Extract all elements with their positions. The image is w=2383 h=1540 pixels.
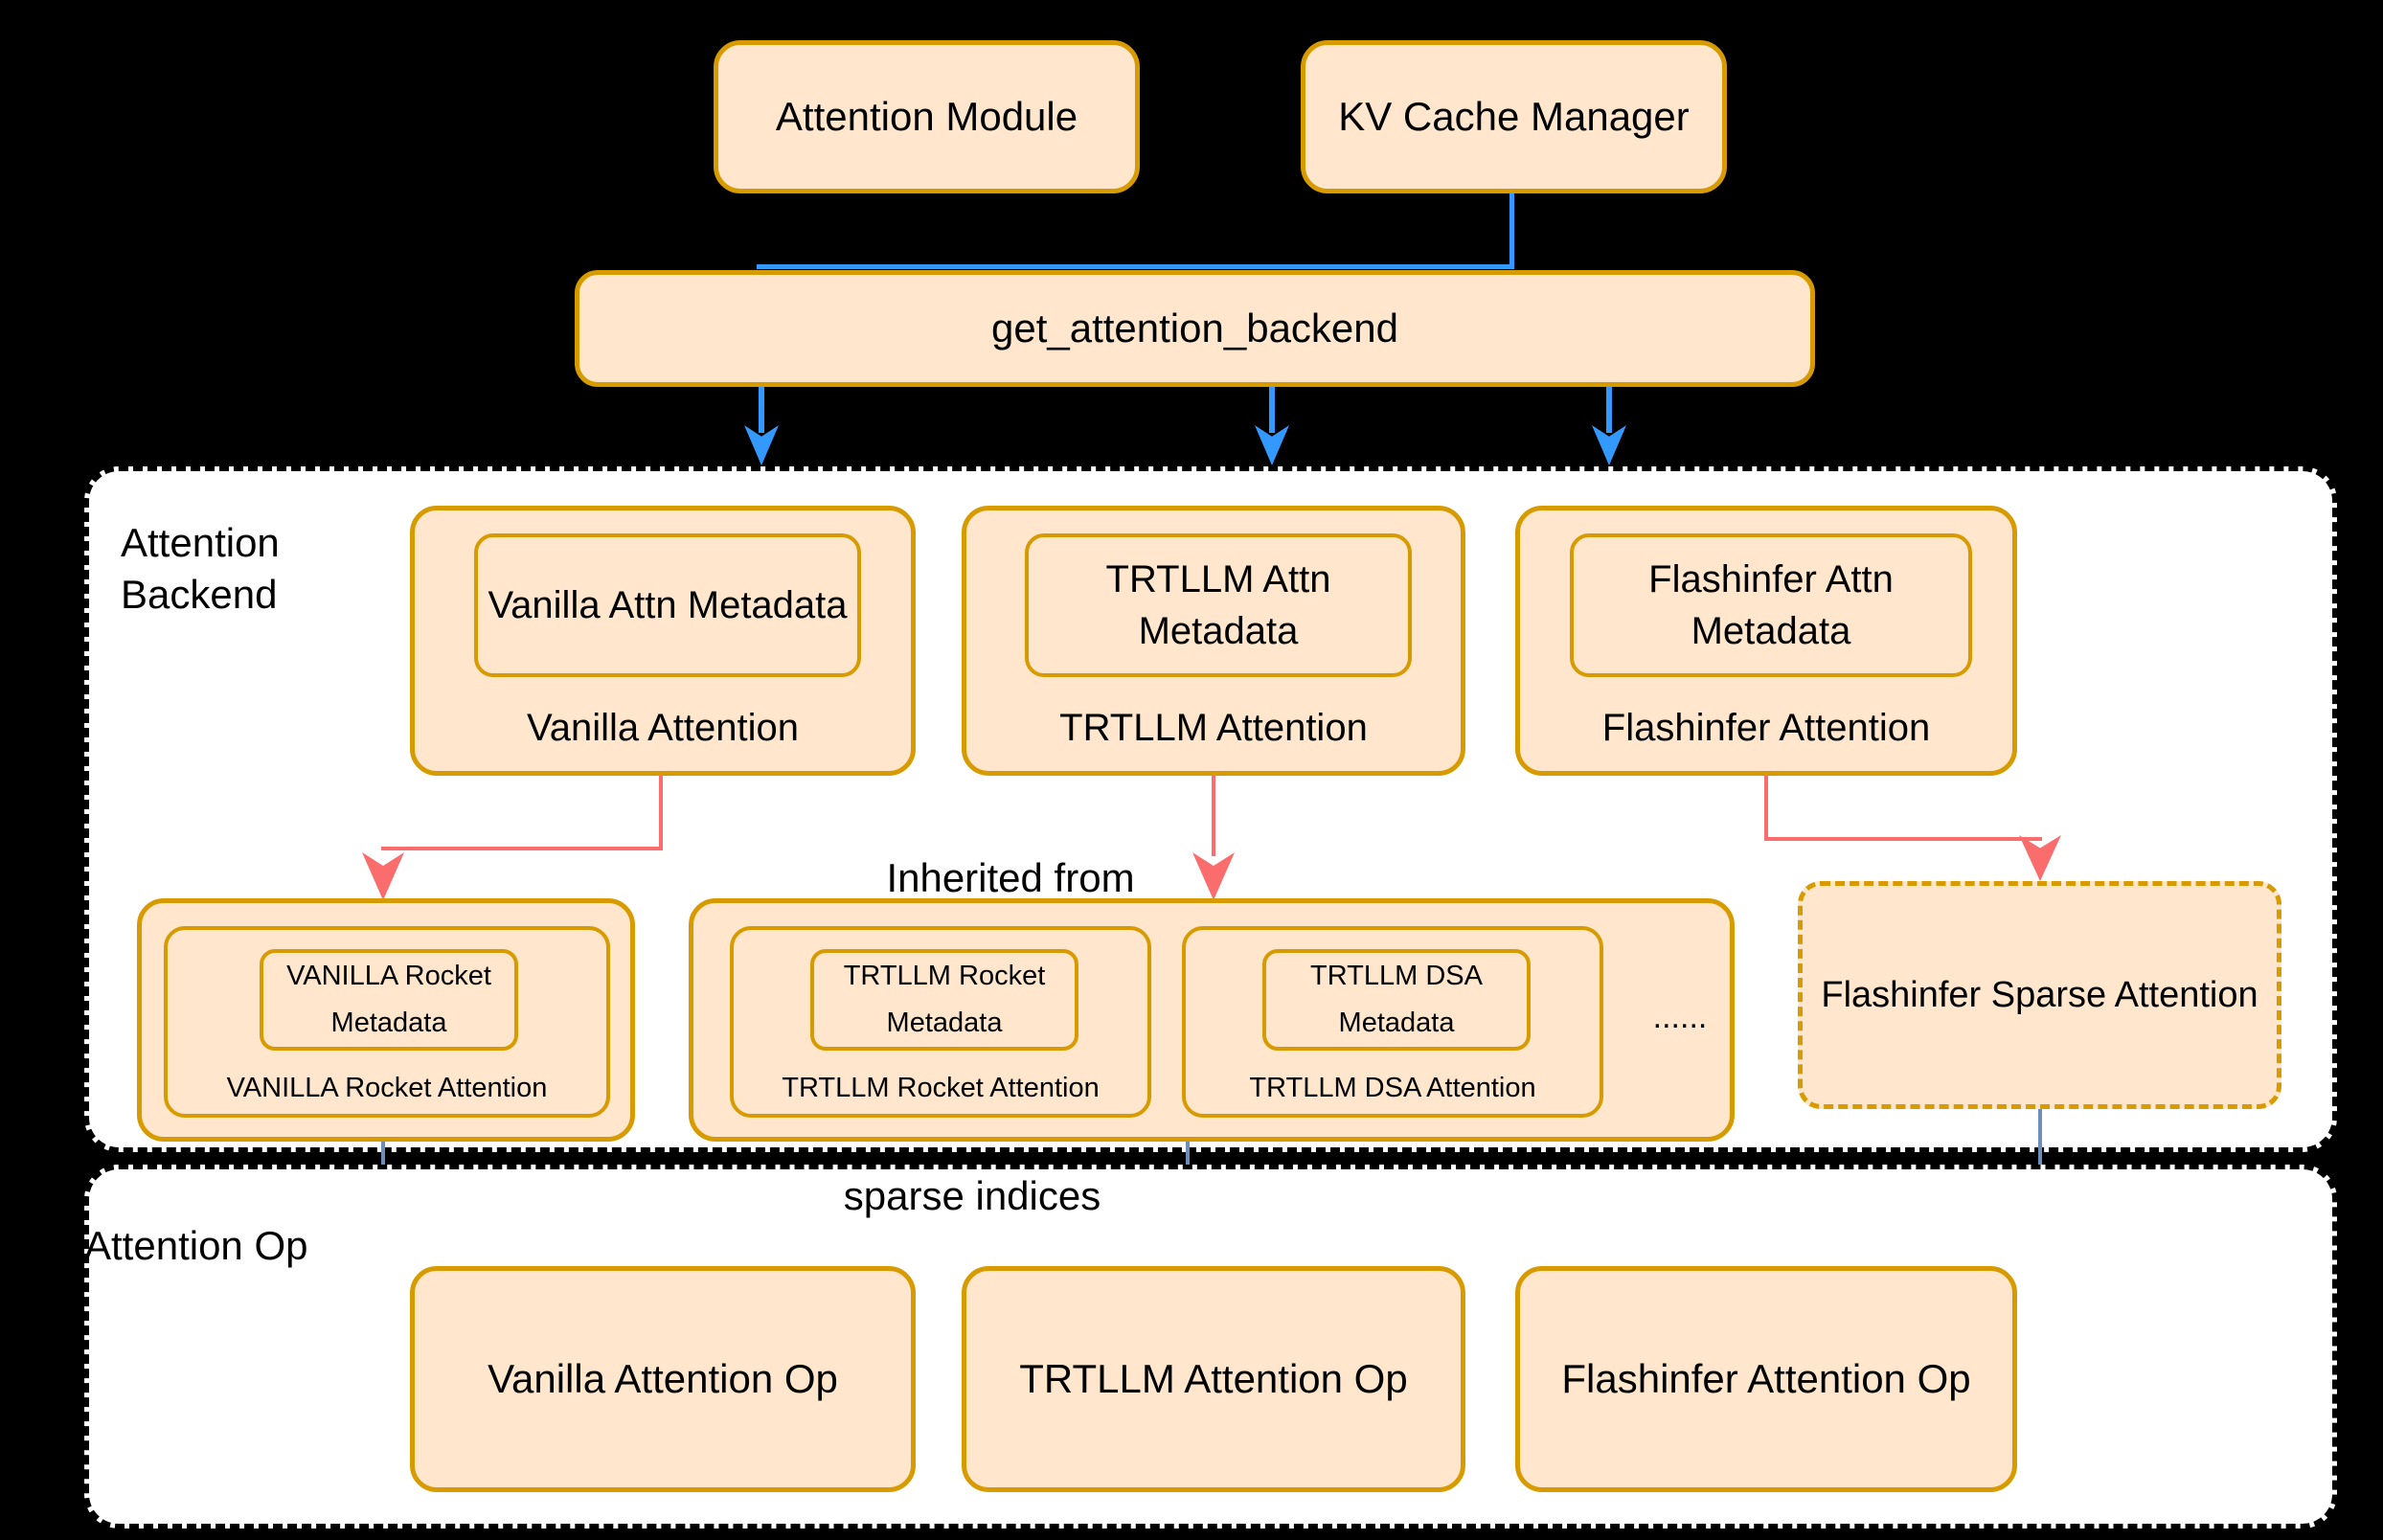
flashinfer-sparse-attention-label: Flashinfer Sparse Attention	[1821, 974, 2258, 1015]
vanilla-rocket-metadata-node: VANILLA Rocket Metadata	[260, 949, 518, 1051]
trtllm-dsa-metadata-title: TRTLLM DSA	[1310, 961, 1483, 991]
inherit-connector-trtllm-line	[1212, 776, 1215, 856]
backend-arrow-line-3	[1606, 387, 1612, 433]
inherit-connector-vanilla-line-2	[381, 847, 663, 850]
trtllm-attn-metadata-node: TRTLLM Attn Metadata	[1025, 533, 1412, 677]
trtllm-attention-label: TRTLLM Attention	[1059, 707, 1368, 749]
inherit-connector-flashinfer-line-2	[1764, 837, 2042, 841]
backend-arrow-line-1	[759, 387, 764, 433]
vanilla-rocket-attention-label: VANILLA Rocket Attention	[226, 1073, 548, 1103]
vanilla-rocket-attention-node: VANILLA Rocket Metadata VANILLA Rocket A…	[164, 926, 610, 1118]
inherit-connector-vanilla-line-1	[659, 776, 663, 850]
vanilla-rocket-metadata-title: VANILLA Rocket	[286, 961, 491, 991]
kv-cache-manager-label: KV Cache Manager	[1338, 94, 1690, 139]
flashinfer-attention-op-node: Flashinfer Attention Op	[1515, 1266, 2017, 1492]
trtllm-attention-op-label: TRTLLM Attention Op	[1019, 1356, 1408, 1401]
sparse-indices-label: sparse indices	[843, 1173, 1101, 1218]
flashinfer-attn-metadata-node: Flashinfer Attn Metadata	[1570, 533, 1972, 677]
flashinfer-sparse-attention-node: Flashinfer Sparse Attention	[1798, 881, 2281, 1109]
get-attention-backend-label: get_attention_backend	[990, 306, 1399, 351]
trtllm-rocket-metadata-title: TRTLLM Rocket	[843, 961, 1046, 991]
attention-backend-region-label: Attention Backend	[121, 520, 280, 617]
vanilla-attn-metadata-node: Vanilla Attn Metadata	[474, 533, 861, 677]
trtllm-attention-op-node: TRTLLM Attention Op	[962, 1266, 1465, 1492]
backend-arrow-line-2	[1269, 387, 1275, 433]
vanilla-rocket-metadata-caption: Metadata	[330, 1008, 447, 1038]
vanilla-attn-metadata-label: Vanilla Attn Metadata	[488, 584, 848, 626]
trtllm-dsa-metadata-caption: Metadata	[1338, 1008, 1455, 1038]
flashinfer-attention-node: Flashinfer Attn Metadata Flashinfer Atte…	[1515, 506, 2017, 776]
attention-module-label: Attention Module	[775, 94, 1078, 139]
trtllm-rocket-attention-node: TRTLLM Rocket Metadata TRTLLM Rocket Att…	[730, 926, 1151, 1118]
trtllm-dsa-metadata-node: TRTLLM DSA Metadata	[1262, 949, 1531, 1051]
trtllm-dsa-attention-label: TRTLLM DSA Attention	[1249, 1073, 1536, 1103]
inherit-connector-flashinfer-line-1	[1764, 776, 1768, 841]
vanilla-rocket-group: VANILLA Rocket Metadata VANILLA Rocket A…	[137, 898, 635, 1142]
vanilla-attention-node: Vanilla Attn Metadata Vanilla Attention	[410, 506, 916, 776]
attention-module-connector-line	[922, 193, 926, 253]
trtllm-attn-metadata-label: TRTLLM Attn Metadata	[1105, 558, 1331, 652]
trtllm-dsa-attention-node: TRTLLM DSA Metadata TRTLLM DSA Attention	[1182, 926, 1603, 1118]
trtllm-attention-node: TRTLLM Attn Metadata TRTLLM Attention	[962, 506, 1465, 776]
more-backends-ellipsis: ......	[1652, 999, 1708, 1035]
trtllm-rocket-metadata-node: TRTLLM Rocket Metadata	[810, 949, 1078, 1051]
attention-op-region-label: Attention Op	[84, 1223, 308, 1268]
vanilla-attention-op-label: Vanilla Attention Op	[488, 1356, 838, 1401]
flashinfer-attn-metadata-label: Flashinfer Attn Metadata	[1648, 558, 1894, 652]
op-connector-flashinfer-line-1	[2038, 1109, 2042, 1193]
vanilla-attention-op-node: Vanilla Attention Op	[410, 1266, 916, 1492]
inherited-from-label: Inherited from	[886, 855, 1135, 900]
kv-cache-manager-node: KV Cache Manager	[1301, 40, 1727, 193]
get-attention-backend-node: get_attention_backend	[575, 270, 1815, 387]
trtllm-rocket-metadata-caption: Metadata	[886, 1008, 1003, 1038]
kv-cache-connector-line	[1509, 193, 1514, 268]
flashinfer-attention-label: Flashinfer Attention	[1601, 707, 1931, 749]
kv-cache-connector-horizontal-line	[757, 264, 1514, 269]
attention-module-node: Attention Module	[714, 40, 1140, 193]
vanilla-attention-label: Vanilla Attention	[527, 707, 799, 749]
trtllm-derived-group: TRTLLM Rocket Metadata TRTLLM Rocket Att…	[689, 898, 1735, 1142]
trtllm-rocket-attention-label: TRTLLM Rocket Attention	[782, 1073, 1100, 1103]
flashinfer-attention-op-label: Flashinfer Attention Op	[1561, 1356, 1971, 1401]
